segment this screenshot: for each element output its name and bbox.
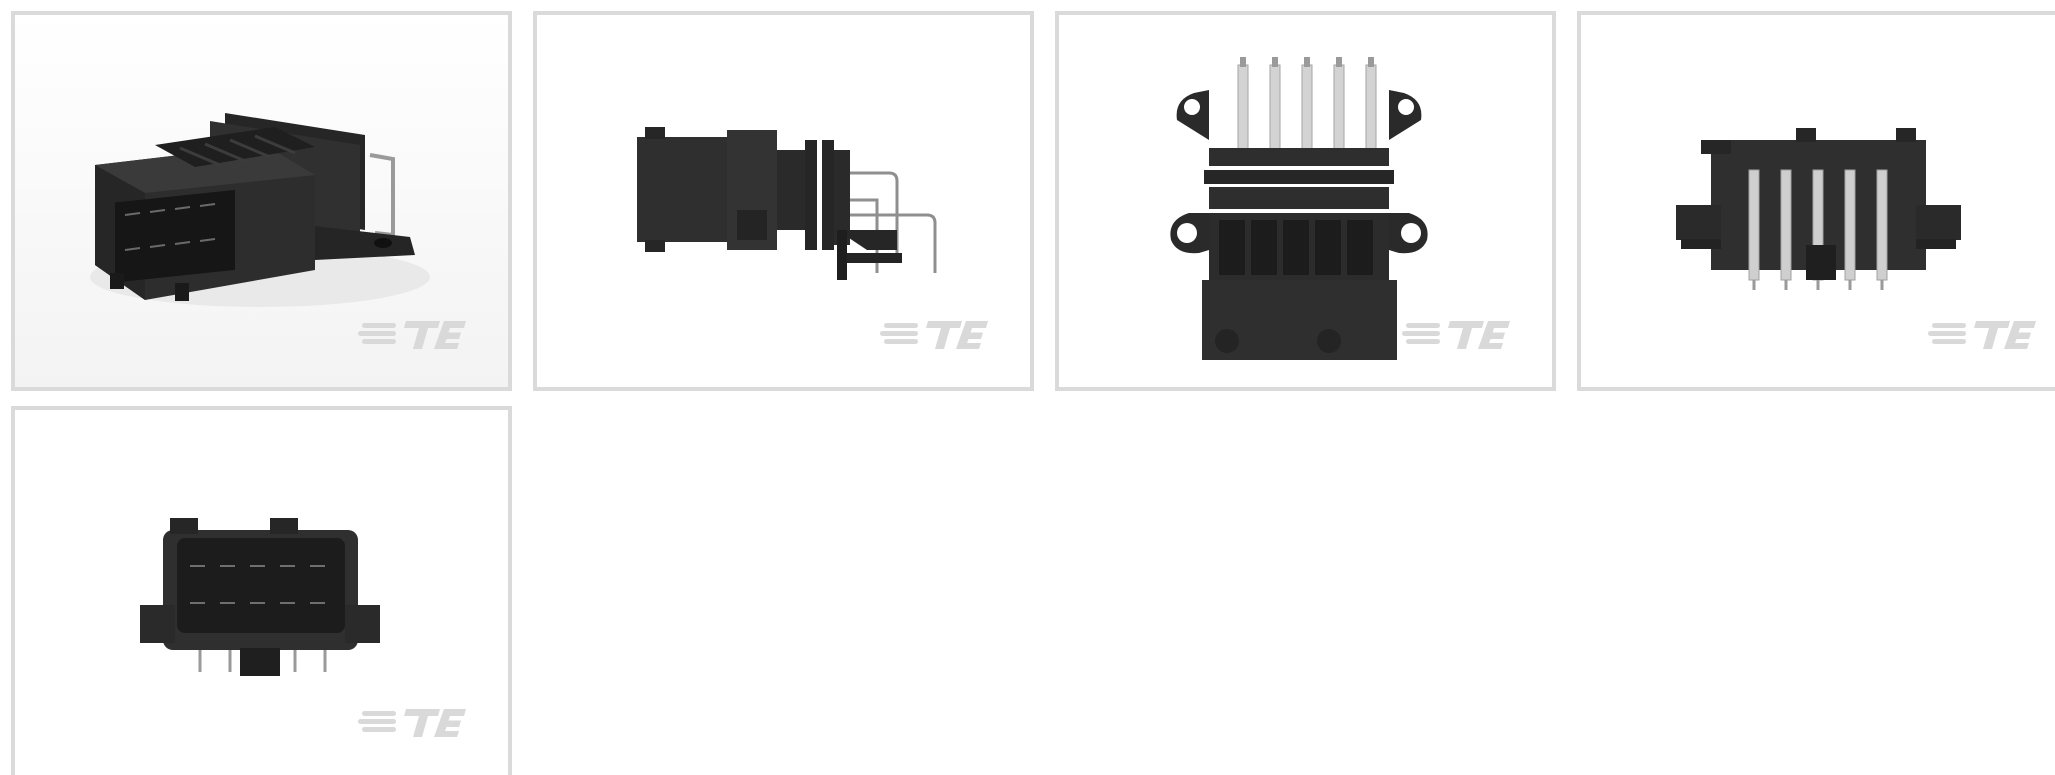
connector-rear-image xyxy=(1676,128,1961,290)
te-logo xyxy=(880,313,990,353)
connector-top-image xyxy=(1170,57,1428,360)
connector-isometric-image xyxy=(15,15,508,387)
connector-front-image xyxy=(140,518,380,676)
gallery-thumbnail-front-view[interactable] xyxy=(11,406,512,775)
gallery-thumbnail-top-view[interactable] xyxy=(1055,11,1556,391)
te-logo xyxy=(358,313,468,353)
gallery-thumbnail-rear-view[interactable] xyxy=(1577,11,2055,391)
te-logo xyxy=(1928,313,2038,353)
gallery-thumbnail-side-view[interactable] xyxy=(533,11,1034,391)
gallery-thumbnail-isometric-view[interactable] xyxy=(11,11,512,391)
connector-side-image xyxy=(637,127,937,280)
te-logo xyxy=(1402,313,1512,353)
te-logo xyxy=(358,701,468,741)
